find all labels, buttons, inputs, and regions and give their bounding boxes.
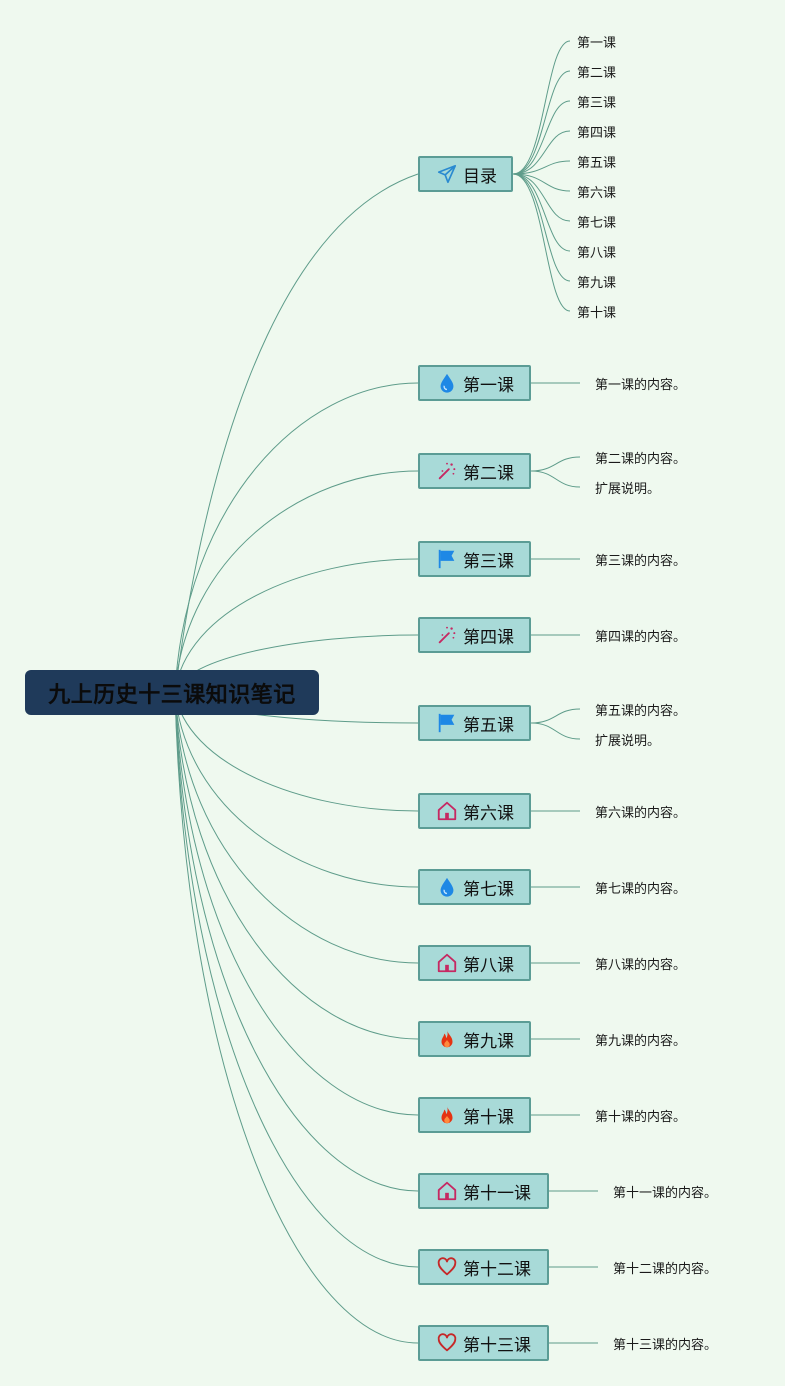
connector-line [530, 456, 581, 472]
connector-line [174, 470, 419, 693]
lesson-node[interactable]: 第七课 [418, 869, 531, 905]
connector-line [174, 691, 419, 812]
connector-line [512, 173, 571, 222]
lesson-label: 第一课 [463, 375, 514, 396]
connector-line [530, 722, 581, 740]
lesson-label: 第二课 [463, 463, 514, 484]
toc-item[interactable]: 第九课 [577, 276, 617, 291]
lesson-node[interactable]: 第四课 [418, 617, 531, 653]
root-title: 九上历史十三课知识笔记 [48, 682, 296, 708]
connector-line [174, 691, 419, 1268]
connector-line [512, 173, 571, 312]
toc-label: 目录 [463, 166, 497, 187]
magic-wand-icon [436, 624, 458, 646]
connector-line [530, 708, 581, 724]
lesson-node[interactable]: 第一课 [418, 365, 531, 401]
lesson-label: 第六课 [463, 803, 514, 824]
connector-line [174, 382, 419, 693]
water-drop-icon [436, 372, 458, 394]
connector-line [174, 691, 419, 964]
lesson-note[interactable]: 第四课的内容。 [595, 630, 687, 645]
connector-line [530, 470, 581, 488]
house-icon [436, 800, 458, 822]
lesson-note[interactable]: 第二课的内容。 [595, 452, 687, 467]
toc-item[interactable]: 第四课 [577, 126, 617, 141]
lesson-note[interactable]: 第七课的内容。 [595, 882, 687, 897]
connector-line [174, 558, 419, 693]
toc-item[interactable]: 第五课 [577, 156, 617, 171]
connector-line [512, 70, 571, 175]
heart-icon [436, 1256, 458, 1278]
connector-line [512, 100, 571, 175]
lesson-label: 第十三课 [463, 1335, 531, 1356]
lesson-node[interactable]: 第八课 [418, 945, 531, 981]
toc-item[interactable]: 第一课 [577, 36, 617, 51]
lesson-node[interactable]: 第九课 [418, 1021, 531, 1057]
lesson-note[interactable]: 第十二课的内容。 [613, 1262, 718, 1277]
lesson-note[interactable]: 第十课的内容。 [595, 1110, 687, 1125]
connector-line [174, 691, 419, 888]
toc-item[interactable]: 第七课 [577, 216, 617, 231]
lesson-note[interactable]: 扩展说明。 [595, 734, 661, 749]
lesson-label: 第十课 [463, 1107, 514, 1128]
toc-item[interactable]: 第十课 [577, 306, 617, 321]
lesson-note[interactable]: 第三课的内容。 [595, 554, 687, 569]
magic-wand-icon [436, 460, 458, 482]
lesson-label: 第五课 [463, 715, 514, 736]
lesson-note[interactable]: 第五课的内容。 [595, 704, 687, 719]
fire-icon [436, 1104, 458, 1126]
lesson-label: 第四课 [463, 627, 514, 648]
water-drop-icon [436, 876, 458, 898]
connector-line [174, 691, 419, 1344]
house-icon [436, 1180, 458, 1202]
fire-icon [436, 1028, 458, 1050]
connector-line [512, 130, 571, 175]
lesson-node[interactable]: 第六课 [418, 793, 531, 829]
lesson-note[interactable]: 第十三课的内容。 [613, 1338, 718, 1353]
lesson-node[interactable]: 第十二课 [418, 1249, 549, 1285]
connector-line [174, 691, 419, 1192]
connector-line [174, 691, 419, 1040]
toc-item[interactable]: 第八课 [577, 246, 617, 261]
root-topic[interactable]: 九上历史十三课知识笔记 [25, 670, 319, 715]
lesson-node[interactable]: 第十课 [418, 1097, 531, 1133]
connector-line [174, 173, 419, 693]
flag-icon [436, 548, 458, 570]
lesson-note[interactable]: 第十一课的内容。 [613, 1186, 718, 1201]
lesson-note[interactable]: 第九课的内容。 [595, 1034, 687, 1049]
lesson-note[interactable]: 第一课的内容。 [595, 378, 687, 393]
lesson-label: 第十二课 [463, 1259, 531, 1280]
lesson-node[interactable]: 第十一课 [418, 1173, 549, 1209]
lesson-node[interactable]: 第二课 [418, 453, 531, 489]
lesson-node[interactable]: 第五课 [418, 705, 531, 741]
lesson-node[interactable]: 第三课 [418, 541, 531, 577]
connector-line [512, 173, 571, 192]
toc-item[interactable]: 第六课 [577, 186, 617, 201]
toc-item[interactable]: 第三课 [577, 96, 617, 111]
lesson-node[interactable]: 第十三课 [418, 1325, 549, 1361]
flag-icon [436, 712, 458, 734]
lesson-label: 第七课 [463, 879, 514, 900]
paper-plane-icon [436, 163, 458, 185]
connector-line [174, 691, 419, 1116]
toc-item[interactable]: 第二课 [577, 66, 617, 81]
lesson-label: 第九课 [463, 1031, 514, 1052]
heart-icon [436, 1332, 458, 1354]
lesson-note[interactable]: 第八课的内容。 [595, 958, 687, 973]
connector-line [512, 173, 571, 252]
toc-node[interactable]: 目录 [418, 156, 513, 192]
connector-line [512, 40, 571, 175]
lesson-label: 第八课 [463, 955, 514, 976]
connector-line [512, 160, 571, 175]
lesson-note[interactable]: 第六课的内容。 [595, 806, 687, 821]
lesson-note[interactable]: 扩展说明。 [595, 482, 661, 497]
lesson-label: 第十一课 [463, 1183, 531, 1204]
house-icon [436, 952, 458, 974]
lesson-label: 第三课 [463, 551, 514, 572]
